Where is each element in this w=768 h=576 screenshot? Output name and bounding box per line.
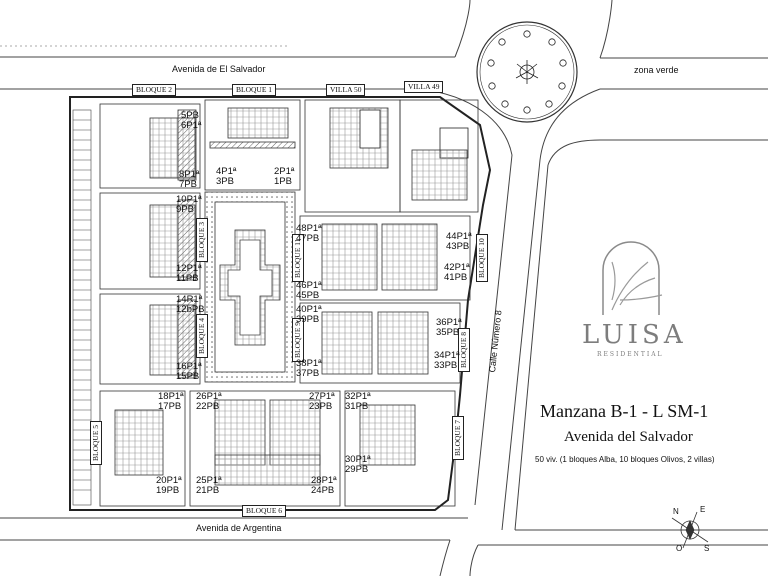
block-10-label: BLOQUE 10 xyxy=(476,234,488,282)
palm-trees xyxy=(487,30,567,114)
villa-49-label: VILLA 49 xyxy=(404,81,444,93)
block-7-label: BLOQUE 7 xyxy=(452,415,464,460)
compass-n: N xyxy=(673,507,679,516)
logo-name: LUISA xyxy=(582,320,687,350)
villas xyxy=(304,99,479,213)
pool-area xyxy=(204,191,296,383)
block-2-label: BLOQUE 2 xyxy=(132,84,177,96)
block-6-label: BLOQUE 6 xyxy=(242,505,287,517)
logo-subtitle: RESIDENTIAL xyxy=(597,351,664,358)
info-detail: 50 viv. (1 bloques Alba, 10 bloques Oliv… xyxy=(535,455,715,464)
parking-left xyxy=(72,109,92,506)
north-blocks xyxy=(204,99,301,191)
info-title: Manzana B-1 - L SM-1 xyxy=(540,401,709,421)
street-south-label: Avenida de Argentina xyxy=(196,523,282,533)
street-north-label: Avenida de El Salvador xyxy=(172,64,266,74)
compass-e: E xyxy=(700,505,706,514)
east-blocks xyxy=(299,215,471,384)
block-4-label: BLOQUE 4 xyxy=(196,313,208,358)
compass-s: S xyxy=(704,544,710,553)
block-3-label: BLOQUE 3 xyxy=(196,217,208,262)
west-blocks xyxy=(99,103,201,507)
block-5-label: BLOQUE 5 xyxy=(90,420,102,465)
villa-50-label: VILLA 50 xyxy=(326,84,366,96)
green-zone xyxy=(514,139,768,531)
info-subtitle: Avenida del Salvador xyxy=(564,429,693,445)
luisa-logo-arch xyxy=(602,241,663,315)
roundabout xyxy=(476,21,578,123)
compass-o: O xyxy=(676,544,683,553)
south-blocks xyxy=(189,390,456,507)
block-1-label: BLOQUE 1 xyxy=(232,84,277,96)
green-zone-label: zona verde xyxy=(634,65,679,75)
compass-rose xyxy=(671,511,709,549)
